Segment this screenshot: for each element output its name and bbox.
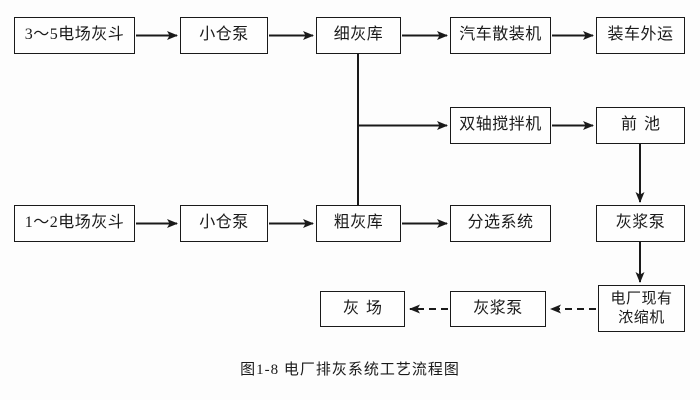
node-front-pool[interactable]: 前池: [596, 107, 685, 144]
node-twin-shaft-mixer[interactable]: 双轴搅拌机: [450, 107, 551, 144]
node-small-silo-pump-top[interactable]: 小仓泵: [180, 17, 268, 54]
node-small-silo-pump-bottom[interactable]: 小仓泵: [180, 205, 268, 242]
node-truck-transport-out[interactable]: 装车外运: [596, 17, 685, 54]
node-ash-yard[interactable]: 灰场: [320, 291, 405, 327]
node-hopper-field-1-2[interactable]: 1〜2电场灰斗: [14, 205, 135, 242]
node-sorting-system[interactable]: 分选系统: [450, 205, 551, 242]
node-coarse-ash-silo[interactable]: 粗灰库: [316, 205, 401, 242]
node-existing-plant-thickener[interactable]: 电厂现有 浓缩机: [598, 285, 685, 332]
node-truck-bulk-loader[interactable]: 汽车散装机: [450, 17, 551, 54]
node-slurry-pump-right[interactable]: 灰浆泵: [596, 205, 685, 242]
figure-caption: 图1-8 电厂排灰系统工艺流程图: [240, 362, 460, 378]
node-hopper-field-3-5[interactable]: 3〜5电场灰斗: [14, 17, 135, 54]
node-slurry-pump-bottom[interactable]: 灰浆泵: [450, 291, 546, 327]
node-fine-ash-silo[interactable]: 细灰库: [316, 17, 401, 54]
